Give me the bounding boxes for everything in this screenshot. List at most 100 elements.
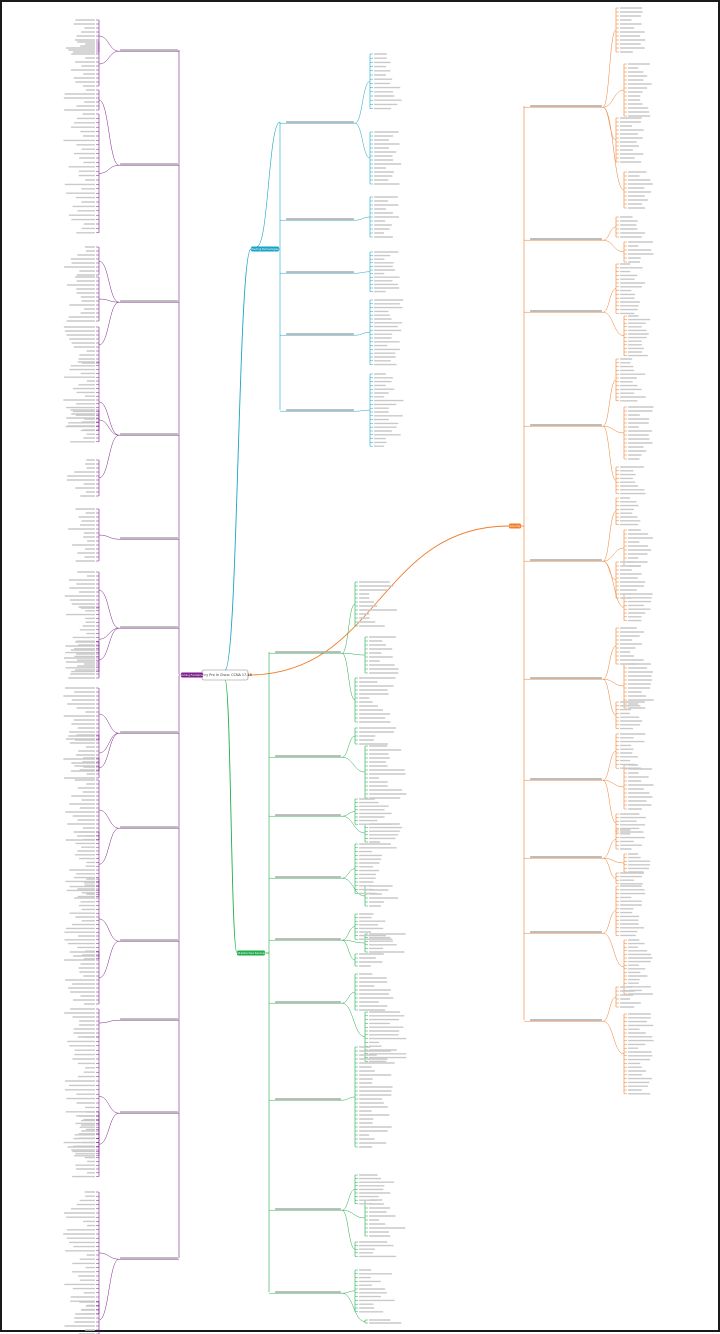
- green-main-8-sub-0-leaf: [359, 1284, 373, 1286]
- purple-main-1-sub-1-leaf: [81, 148, 95, 150]
- purple-main-10-sub-1-leaf: [73, 1137, 95, 1140]
- orange-main-8-sub-1-leaf: [628, 950, 648, 952]
- purple-main-3-sub-2-leaf: [75, 487, 95, 489]
- green-main-3-sub-1-leaf: [369, 885, 393, 887]
- purple-main-6-sub-2-leaf: [82, 757, 95, 759]
- green-main-4-sub-0-leaf: [359, 938, 393, 940]
- purple-main-4-sub-0-leaf: [75, 560, 95, 562]
- orange-main-5-sub-0-leaf: [620, 659, 644, 661]
- teal-main-0-sub-1-leaf: [374, 147, 390, 149]
- teal-main-0-sub-1-leaf: [374, 135, 394, 137]
- orange-main-1-sub-1-leaf: [628, 249, 652, 251]
- orange-main-0-sub-1-edge: [602, 89, 625, 108]
- orange-main-0-sub-2-leaf: [620, 161, 642, 163]
- orange-main-2-sub-0-leaf: [620, 305, 639, 307]
- orange-main-4-sub-0-leaf: [620, 497, 631, 499]
- orange-main-3-sub-0-leaf: [620, 392, 635, 394]
- orange-main-8-sub-1-leaf: [628, 953, 652, 956]
- purple-main-5-sub-2-leaf: [70, 673, 95, 675]
- green-main-1-sub-1-leaf: [369, 789, 403, 791]
- purple-main-11-sub-1-edge: [98, 1258, 120, 1321]
- orange-main-6-sub-0-edge: [602, 750, 617, 781]
- purple-main-10-sub-1-leaf: [75, 1122, 95, 1125]
- green-main-0-sub-1-edge: [341, 652, 366, 656]
- purple-main-4-sub-0-leaf: [72, 544, 95, 546]
- green-main-7-sub-1-leaf: [369, 1211, 387, 1213]
- orange-main-0-sub-2-leaf: [620, 137, 643, 139]
- orange-main-8-sub-0-leaf: [620, 892, 646, 895]
- orange-main-4-sub-3-leaf: [628, 616, 642, 618]
- purple-main-1-sub-0-edge: [98, 99, 120, 166]
- orange-main-4-sub-3-leaf: [628, 619, 642, 622]
- teal-main-3-sub-0-leaf: [374, 348, 400, 351]
- purple-main-1-sub-1-leaf: [73, 122, 95, 124]
- purple-main-0-sub-1-leaf: [75, 81, 95, 83]
- green-main-3-sub-0-leaf: [359, 869, 380, 872]
- purple-main-5-sub-0-leaf: [68, 579, 95, 581]
- purple-main-3-sub-0-leaf: [75, 414, 95, 416]
- orange-main-8-sub-1-leaf: [628, 968, 646, 970]
- purple-main-8-sub-1-leaf: [79, 971, 95, 973]
- purple-main-8-sub-1-leaf: [70, 991, 95, 993]
- green-main-5-sub-0-leaf: [359, 997, 394, 999]
- purple-main-4-sub-0-leaf: [75, 508, 95, 510]
- orange-main-2-sub-0-leaf: [620, 297, 635, 299]
- green-main-5-sub-0-leaf: [359, 1009, 386, 1011]
- orange-main-5-sub-1-leaf: [628, 695, 647, 697]
- orange-main-8-sub-0-leaf: [620, 911, 633, 914]
- orange-main-2-sub-0-leaf: [620, 270, 631, 273]
- green-main-5-sub-0-leaf: [359, 1005, 388, 1007]
- green-main-7-sub-0-leaf: [359, 1181, 395, 1183]
- orange-main-5-sub-2-leaf: [620, 716, 640, 718]
- green-main-2-sub-1-leaf: [369, 830, 400, 832]
- teal-main-2-sub-0-leaf: [374, 276, 400, 278]
- orange-main-6-sub-1-leaf: [628, 776, 649, 778]
- orange-main-9-sub-1-leaf: [628, 1077, 653, 1080]
- orange-main-6-sub-1-leaf: [628, 768, 653, 770]
- purple-main-6-sub-1-leaf: [75, 754, 95, 756]
- orange-main-2-sub-1-leaf: [628, 329, 647, 332]
- branch-pill: [181, 672, 203, 678]
- purple-main-2-sub-0-leaf: [71, 262, 95, 264]
- teal-main-3-sub-0-leaf: [374, 306, 403, 309]
- green-main-4-sub-0-leaf: [359, 920, 386, 922]
- teal-main-3-sub-0-leaf: [374, 356, 396, 358]
- purple-main-8-sub-0-leaf: [83, 958, 95, 960]
- purple-main-4-sub-0-leaf: [78, 516, 95, 518]
- teal-main-4-sub-0-leaf: [374, 418, 389, 421]
- purple-main-8-sub-0-leaf: [86, 893, 95, 895]
- green-main-4-sub-2-leaf: [359, 953, 384, 955]
- teal-main-0-sub-0-leaf: [374, 95, 395, 97]
- orange-main-1-sub-0-leaf: [620, 228, 638, 230]
- purple-main-2-sub-1-edge: [98, 298, 120, 303]
- green-main-8-sub-1-leaf: [369, 1319, 391, 1321]
- teal-main-1-sub-0-leaf: [374, 232, 385, 234]
- purple-main-1-sub-1-leaf: [80, 130, 95, 133]
- green-main-1-sub-1-leaf: [369, 757, 390, 759]
- purple-main-0-sub-0-leaf: [75, 19, 95, 21]
- orange-main-5-sub-2-leaf: [620, 708, 632, 711]
- orange-main-7-sub-1-edge: [602, 857, 625, 864]
- green-main-0-sub-2-edge: [341, 652, 356, 701]
- purple-main-10-sub-0-leaf: [83, 1071, 95, 1073]
- green-main-1-sub-1-leaf: [369, 749, 402, 751]
- purple-main-8-sub-1-leaf: [69, 951, 95, 953]
- green-main-6-sub-0-leaf: [359, 1082, 373, 1084]
- orange-main-1-sub-1-leaf: [628, 241, 653, 243]
- teal-main-1-sub-0-leaf: [374, 212, 394, 214]
- green-main-0-sub-2-leaf: [359, 701, 373, 703]
- green-main-6-label-bar: [275, 1098, 341, 1100]
- orange-main-8-sub-0-leaf: [620, 915, 640, 918]
- purple-main-5-sub-1-leaf: [74, 648, 95, 650]
- green-main-6-sub-0-leaf: [359, 1062, 395, 1064]
- teal-main-4-sub-0-leaf: [374, 377, 393, 379]
- orange-main-5-sub-1-leaf: [628, 691, 642, 693]
- orange-main-3-sub-2-leaf: [620, 477, 634, 480]
- green-main-3-sub-1-leaf: [369, 901, 384, 903]
- green-main-5-sub-1-leaf: [369, 1056, 407, 1059]
- purple-main-1-sub-0-leaf: [85, 89, 95, 91]
- purple-main-3-sub-2-edge: [98, 434, 120, 479]
- purple-main-3-sub-0-leaf: [66, 406, 95, 409]
- purple-main-10-sub-0-leaf: [76, 1093, 95, 1095]
- purple-main-10-sub-0-leaf: [72, 1150, 95, 1153]
